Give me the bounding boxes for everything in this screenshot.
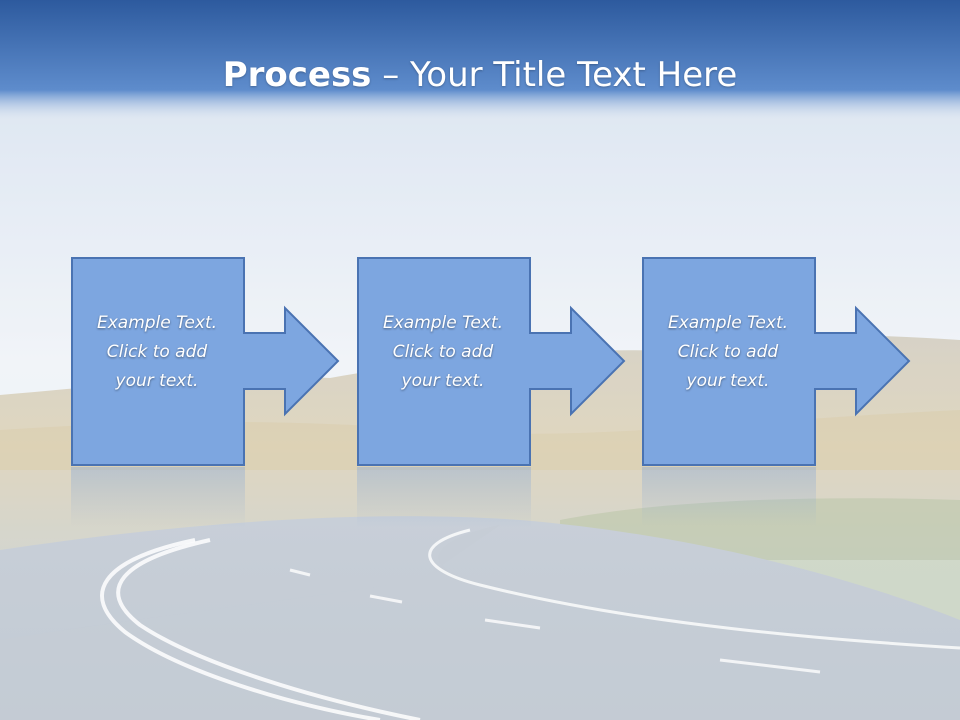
process-step-2[interactable]: Example Text. Click to add your text. bbox=[357, 257, 627, 467]
step-1-line-1: Example Text. bbox=[96, 313, 218, 333]
step-2-line-3: your text. bbox=[401, 371, 485, 391]
slide-title[interactable]: Process – Your Title Text Here bbox=[0, 52, 960, 98]
step-1-line-2: Click to add bbox=[106, 342, 208, 362]
process-step-1[interactable]: Example Text. Click to add your text. bbox=[71, 257, 341, 467]
step-2-line-2: Click to add bbox=[392, 342, 494, 362]
title-bold-text: Process bbox=[222, 55, 372, 95]
step-3-text: Example Text. Click to add your text. bbox=[642, 309, 814, 396]
title-rest-text: – Your Title Text Here bbox=[371, 55, 738, 95]
step-1-line-3: your text. bbox=[115, 371, 199, 391]
title-bar bbox=[0, 0, 960, 120]
step-1-reflection bbox=[71, 467, 245, 527]
step-3-line-2: Click to add bbox=[677, 342, 779, 362]
process-step-3[interactable]: Example Text. Click to add your text. bbox=[642, 257, 912, 467]
step-3-line-3: your text. bbox=[686, 371, 770, 391]
step-2-reflection bbox=[357, 467, 531, 527]
step-2-text: Example Text. Click to add your text. bbox=[357, 309, 529, 396]
step-2-arrow-shape bbox=[357, 257, 626, 466]
step-3-line-1: Example Text. bbox=[667, 313, 789, 333]
step-1-text: Example Text. Click to add your text. bbox=[71, 309, 243, 396]
step-1-arrow-shape bbox=[71, 257, 340, 466]
step-2-line-1: Example Text. bbox=[382, 313, 504, 333]
step-3-arrow-shape bbox=[642, 257, 911, 466]
step-3-reflection bbox=[642, 467, 816, 527]
